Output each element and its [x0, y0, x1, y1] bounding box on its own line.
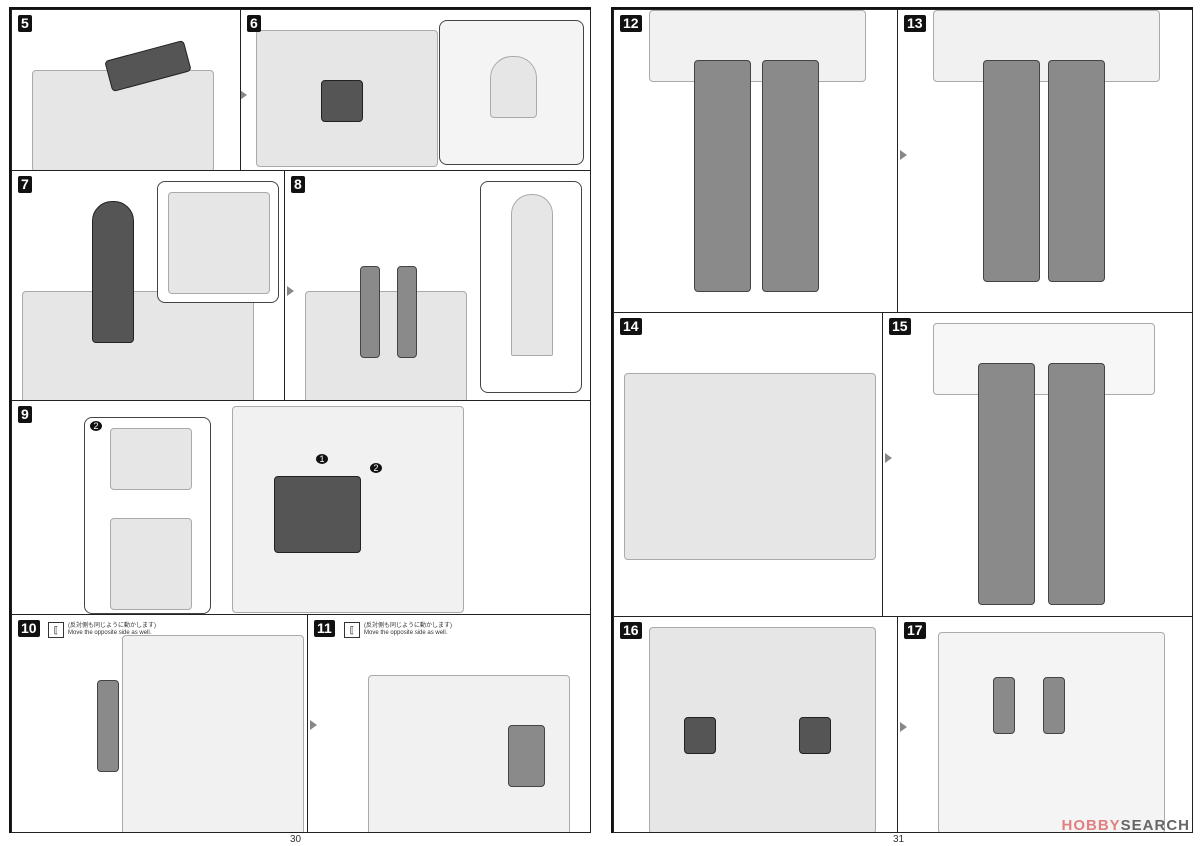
right-page: 12 13 14 15 16 17: [611, 7, 1193, 833]
left-leg-illustration: [978, 363, 1035, 605]
step-15-panel: 15: [882, 312, 1193, 617]
step-number: 17: [904, 622, 926, 639]
step-17-panel: 17: [897, 616, 1193, 833]
step-number: 16: [620, 622, 642, 639]
step-6-panel: 6: [240, 9, 591, 171]
step-number: 9: [18, 406, 32, 423]
mirror-note-icon: ⟦: [48, 622, 64, 638]
detail-inset: [439, 20, 584, 165]
robot-hips-illustration: [933, 323, 1155, 395]
robot-torso-illustration: [305, 291, 467, 400]
step-number: 8: [291, 176, 305, 193]
step-5-panel: 5: [11, 9, 241, 171]
step-16-panel: 16: [613, 616, 898, 833]
antenna-detail-illustration: [511, 194, 553, 356]
detail-illustration: [110, 518, 192, 610]
step-14-panel: 14: [613, 312, 883, 617]
right-leg-illustration: [1048, 60, 1105, 282]
step-number: 13: [904, 15, 926, 32]
waist-part-illustration: [274, 476, 361, 553]
step-9-panel: 9 2 1 2: [11, 400, 591, 615]
detail-inset: 2: [84, 417, 211, 614]
skirt-part-left: [684, 717, 716, 754]
page-number-right: 31: [893, 834, 905, 845]
page-number-left: 30: [290, 834, 302, 845]
note-en: Move the opposite side as well.: [364, 630, 448, 636]
sub-step-label: 1: [316, 454, 328, 464]
skirt-part-right: [799, 717, 831, 754]
step-number: 7: [18, 176, 32, 193]
watermark-part1: HOBBY: [1061, 817, 1121, 834]
part-illustration: [321, 80, 363, 122]
next-arrow-icon: [287, 286, 294, 296]
sub-step-label: 2: [90, 421, 102, 431]
head-detail-illustration: [490, 56, 537, 118]
watermark-logo: HOBBYSEARCH: [1061, 817, 1190, 834]
antenna-part-illustration: [92, 201, 134, 343]
step-13-panel: 13: [897, 9, 1193, 313]
part-illustration: [508, 725, 545, 787]
watermark-part2: SEARCH: [1120, 817, 1190, 834]
step-number: 10: [18, 620, 40, 637]
step-11-panel: 11 ⟦ (反対側も同じように動かします)Move the opposite s…: [307, 614, 591, 833]
note-en: Move the opposite side as well.: [68, 630, 152, 636]
right-leg-illustration: [762, 60, 819, 292]
next-arrow-icon: [885, 453, 892, 463]
step-8-panel: 8: [284, 170, 591, 401]
detail-inset: [157, 181, 279, 303]
left-leg-illustration: [694, 60, 751, 292]
step-number: 14: [620, 318, 642, 335]
note-jp: (反対側も同じように動かします): [364, 623, 452, 629]
step-number: 12: [620, 15, 642, 32]
skirt-part-right: [1043, 677, 1065, 734]
robot-hips-illustration: [933, 10, 1160, 82]
sub-step-label: 2: [370, 463, 382, 473]
robot-torso-illustration: [22, 291, 254, 400]
robot-hips-illustration: [649, 10, 866, 82]
detail-illustration: [110, 428, 192, 490]
part-illustration: [97, 680, 119, 772]
note-jp: (反対側も同じように動かします): [68, 623, 156, 629]
skirt-part-left: [993, 677, 1015, 734]
leg-closeup-illustration: [624, 373, 876, 560]
note-text: (反対側も同じように動かします)Move the opposite side a…: [364, 623, 452, 637]
left-leg-illustration: [983, 60, 1040, 282]
step-12-panel: 12: [613, 9, 898, 313]
antenna-left-illustration: [360, 266, 380, 358]
right-leg-illustration: [1048, 363, 1105, 605]
next-arrow-icon: [900, 150, 907, 160]
detail-illustration: [168, 192, 270, 294]
antenna-right-illustration: [397, 266, 417, 358]
step-number: 11: [314, 620, 335, 637]
note-text: (反対側も同じように動かします)Move the opposite side a…: [68, 623, 156, 637]
step-number: 5: [18, 15, 32, 32]
next-arrow-icon: [900, 722, 907, 732]
step-7-panel: 7: [11, 170, 285, 401]
next-arrow-icon: [310, 720, 317, 730]
step-number: 15: [889, 318, 911, 335]
left-page: 5 6 7 8 9 2: [9, 7, 591, 833]
step-number: 6: [247, 15, 261, 32]
step-10-panel: 10 ⟦ (反対側も同じように動かします)Move the opposite s…: [11, 614, 308, 833]
robot-back-illustration: [122, 635, 304, 832]
next-arrow-icon: [241, 90, 247, 100]
detail-inset: [480, 181, 582, 393]
mirror-note-icon: ⟦: [344, 622, 360, 638]
